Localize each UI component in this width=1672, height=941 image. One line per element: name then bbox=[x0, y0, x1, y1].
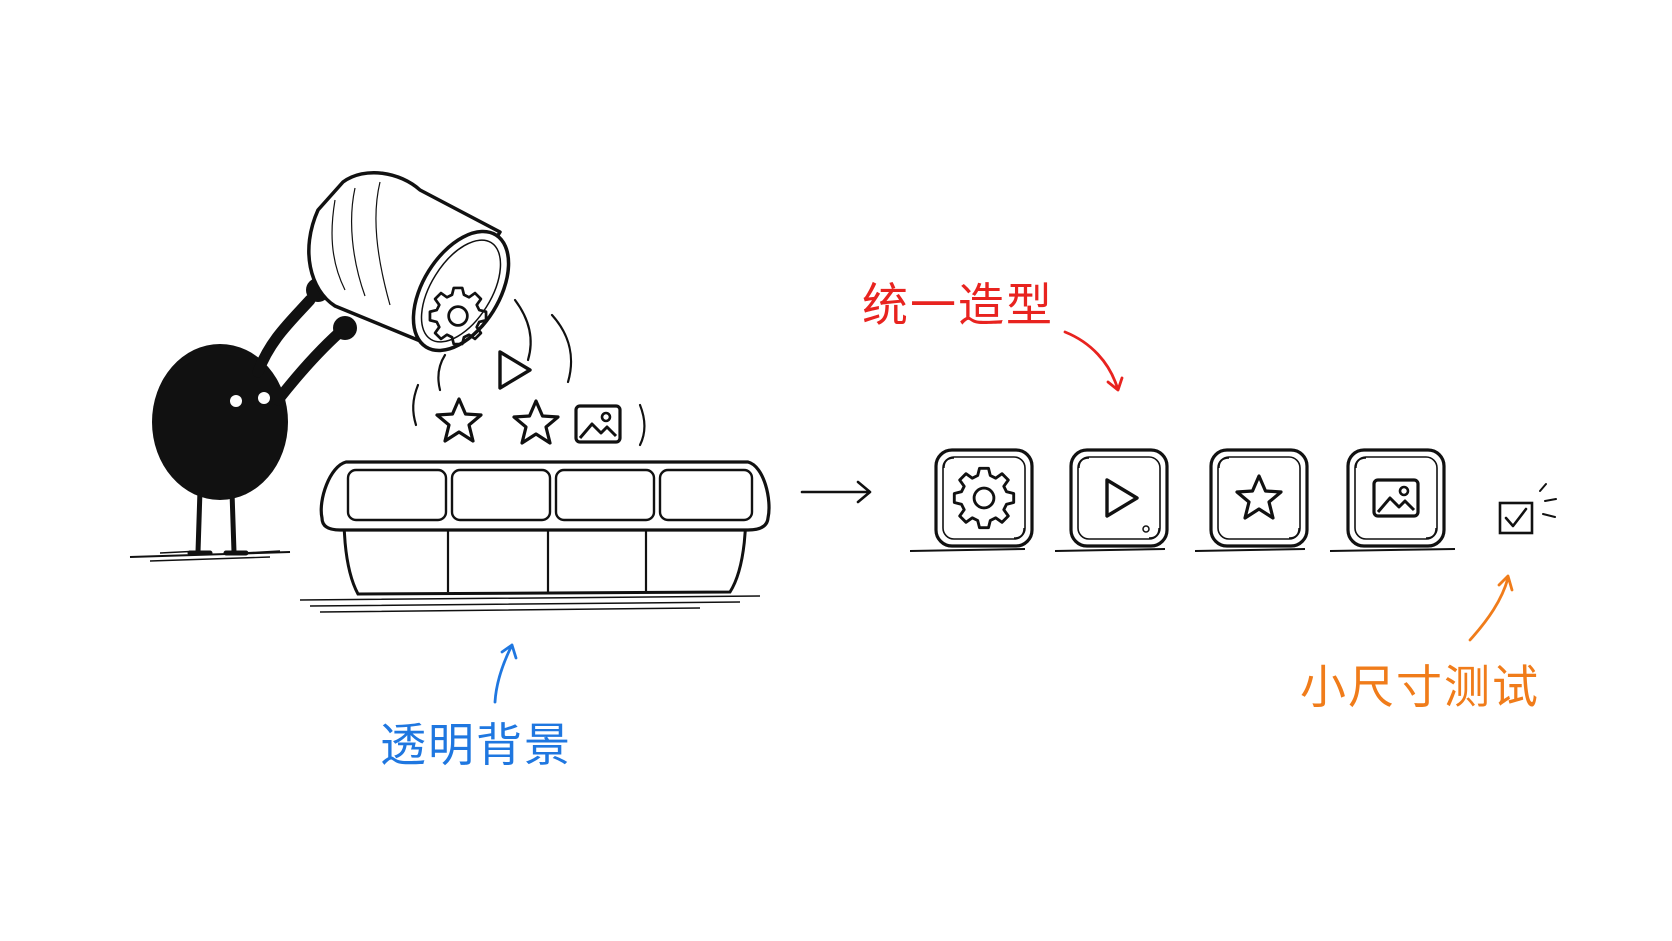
result-tile bbox=[1069, 448, 1169, 548]
small-size-test bbox=[1498, 483, 1557, 535]
ice-tray bbox=[299, 460, 771, 613]
result-tile bbox=[934, 448, 1034, 548]
falling-icons bbox=[412, 286, 646, 447]
image-icon bbox=[574, 404, 622, 444]
star-icon bbox=[435, 397, 483, 443]
label-small-size-test: 小尺寸测试 bbox=[1300, 660, 1540, 714]
bucket bbox=[307, 170, 511, 353]
character-body bbox=[152, 344, 288, 500]
annotation-arrow-small bbox=[1468, 574, 1514, 642]
result-tile bbox=[1209, 448, 1309, 548]
character-eye bbox=[230, 395, 242, 407]
annotation-arrow-transparent bbox=[493, 643, 518, 704]
result-tiles bbox=[909, 448, 1456, 552]
label-transparent-background: 透明背景 bbox=[380, 718, 572, 772]
star-icon bbox=[512, 399, 560, 445]
play-icon bbox=[498, 350, 532, 390]
label-unified-shape: 统一造型 bbox=[862, 278, 1054, 332]
annotation-arrow-unified bbox=[1063, 330, 1124, 392]
result-tile bbox=[1346, 448, 1446, 548]
character-eye bbox=[258, 392, 270, 404]
checkbox-check-icon bbox=[1504, 507, 1528, 528]
character bbox=[129, 278, 357, 562]
process-arrow bbox=[800, 480, 872, 504]
